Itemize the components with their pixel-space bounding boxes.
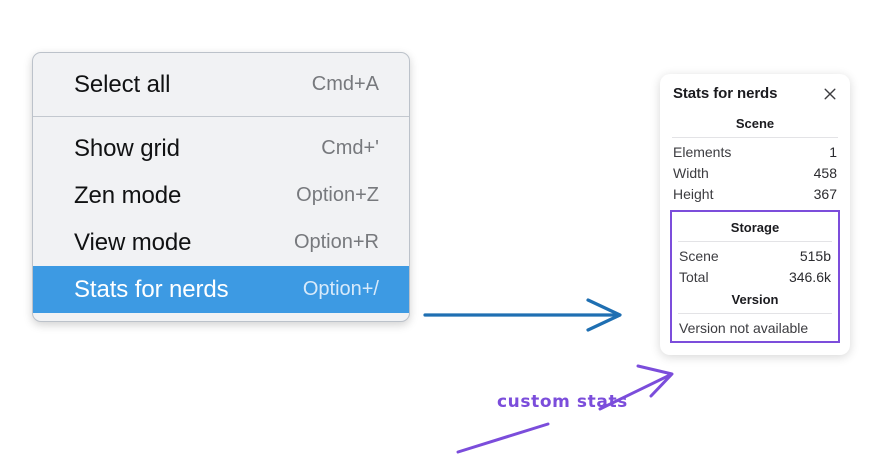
menu-item-view-mode[interactable]: View mode Option+R	[33, 219, 409, 266]
stat-value: 515b	[799, 248, 831, 264]
stat-label: Width	[673, 165, 709, 181]
stat-value: 458	[813, 165, 837, 181]
section-heading: Version	[731, 292, 779, 307]
menu-item-shortcut: Option+/	[302, 278, 379, 300]
stat-row: Height 367	[670, 184, 840, 205]
purple-underline-annotation	[456, 422, 550, 454]
custom-stats-highlight-box: Storage Scene 515b Total 346.6k Version …	[670, 210, 840, 343]
version-note: Version not available	[679, 320, 809, 336]
menu-item-shortcut: Cmd+'	[321, 137, 379, 159]
stat-value: 346.6k	[788, 269, 831, 285]
stats-panel-titlebar: Stats for nerds	[670, 85, 840, 102]
section-heading: Storage	[730, 220, 780, 235]
stat-row: Width 458	[670, 163, 840, 184]
section-divider	[672, 137, 838, 138]
stat-row: Elements 1	[670, 142, 840, 163]
stats-section-version: Version Version not available	[672, 288, 838, 337]
section-divider	[678, 241, 832, 242]
blue-arrow-annotation	[423, 298, 622, 332]
menu-item-label: Select all	[74, 70, 171, 98]
section-divider	[678, 313, 832, 314]
stats-panel-title: Stats for nerds	[673, 85, 778, 102]
context-menu[interactable]: Select all Cmd+A Show grid Cmd+' Zen mod…	[32, 52, 410, 322]
stats-for-nerds-panel: Stats for nerds Scene Elements 1 Width 4…	[660, 74, 850, 355]
close-icon[interactable]	[822, 86, 838, 102]
menu-group-1: Select all Cmd+A	[33, 53, 409, 116]
menu-item-shortcut: Cmd+A	[311, 73, 379, 95]
stat-value: 367	[813, 186, 837, 202]
menu-item-shortcut: Option+R	[293, 231, 379, 253]
menu-item-label: View mode	[74, 228, 192, 256]
stat-label: Total	[679, 269, 709, 285]
stat-row: Total 346.6k	[672, 267, 838, 288]
menu-item-select-all[interactable]: Select all Cmd+A	[33, 61, 409, 108]
menu-group-2: Show grid Cmd+' Zen mode Option+Z View m…	[33, 116, 409, 321]
menu-item-zen-mode[interactable]: Zen mode Option+Z	[33, 172, 409, 219]
menu-item-label: Show grid	[74, 134, 180, 162]
menu-item-stats-for-nerds[interactable]: Stats for nerds Option+/	[33, 266, 409, 313]
menu-item-show-grid[interactable]: Show grid Cmd+'	[33, 125, 409, 172]
stat-label: Scene	[679, 248, 719, 264]
stat-label: Height	[673, 186, 714, 202]
stats-section-scene: Scene Elements 1 Width 458 Height 367	[670, 115, 840, 205]
stat-row: Scene 515b	[672, 246, 838, 267]
stat-value: 1	[829, 144, 837, 160]
section-heading: Scene	[735, 116, 775, 131]
stat-label: Elements	[673, 144, 732, 160]
menu-item-shortcut: Option+Z	[296, 184, 379, 206]
handwritten-annotation-label: custom stats	[497, 392, 628, 412]
menu-item-label: Stats for nerds	[74, 275, 229, 303]
stats-section-storage: Storage Scene 515b Total 346.6k	[672, 216, 838, 288]
menu-item-label: Zen mode	[74, 181, 182, 209]
